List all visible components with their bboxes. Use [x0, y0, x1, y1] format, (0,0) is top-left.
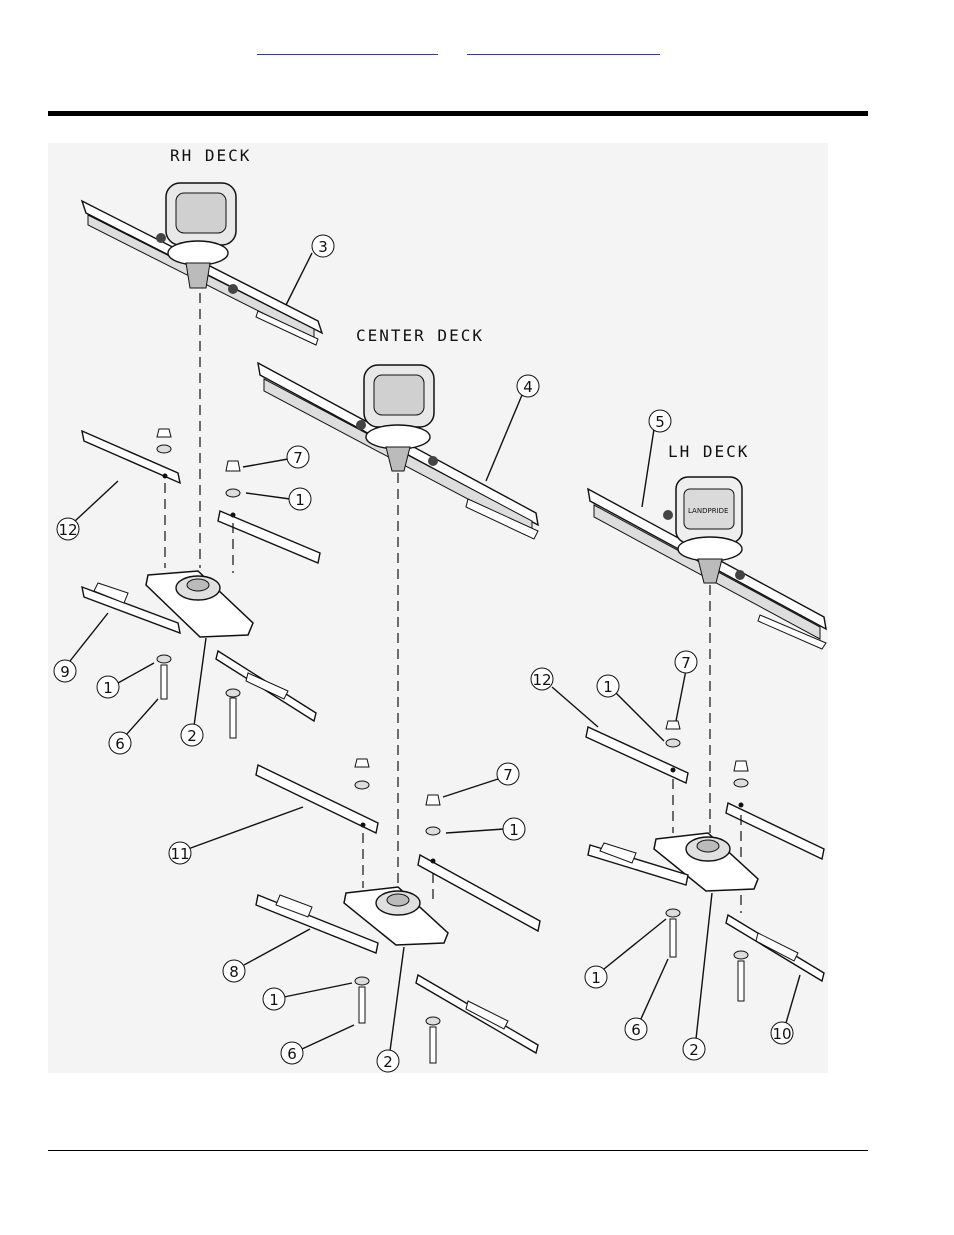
- rh-blade-holder: [146, 571, 253, 637]
- callout-1-lh-top: 1: [603, 678, 613, 696]
- callout-6-center: 6: [287, 1045, 297, 1063]
- lh-right-upper-parts: [726, 761, 824, 859]
- rh-nut-stack: [157, 429, 171, 453]
- rh-blade-12: [82, 431, 180, 483]
- callout-2-rh: 2: [187, 727, 197, 745]
- center-blade-11: [256, 765, 378, 833]
- lh-blade-12: [586, 727, 688, 783]
- callout-7-rh: 7: [293, 449, 303, 467]
- callout-1-center-bottom: 1: [269, 991, 279, 1009]
- lh-blade-holder: [654, 833, 758, 891]
- callout-6-lh: 6: [631, 1021, 641, 1039]
- footer-rule: [48, 1150, 868, 1151]
- callout-7-lh: 7: [681, 654, 691, 672]
- diagram-svg: RH DECK CENTER DECK LH DECK: [48, 143, 828, 1073]
- callout-7-center: 7: [503, 766, 513, 784]
- callout-1-lh-bottom: 1: [591, 969, 601, 987]
- callout-5: 5: [655, 413, 665, 431]
- callout-8: 8: [229, 963, 239, 981]
- callout-3: 3: [318, 238, 328, 256]
- callout-2-center: 2: [383, 1053, 393, 1071]
- callout-1-center-top: 1: [509, 821, 519, 839]
- parts-diagram: RH DECK CENTER DECK LH DECK: [48, 143, 828, 1073]
- header-rule: [48, 111, 868, 116]
- nav-link-2[interactable]: [467, 40, 660, 55]
- nav-link-1[interactable]: [257, 40, 438, 55]
- callout-11: 11: [170, 845, 189, 863]
- callout-6-rh: 6: [115, 735, 125, 753]
- callout-2-lh: 2: [689, 1041, 699, 1059]
- callout-12-rh: 12: [58, 521, 77, 539]
- lh-nut-stack: [666, 721, 680, 747]
- lh-deck-label: LH DECK: [668, 442, 749, 461]
- callout-4: 4: [523, 378, 533, 396]
- callout-12-lh: 12: [532, 671, 551, 689]
- callout-10: 10: [772, 1025, 791, 1043]
- center-deck-label: CENTER DECK: [356, 326, 484, 345]
- callout-9: 9: [60, 663, 70, 681]
- center-nut-stack: [355, 759, 369, 789]
- callout-1-rh-bottom: 1: [103, 679, 113, 697]
- gearbox-brand-label: LANDPRIDE: [688, 507, 728, 515]
- center-right-upper-parts: [418, 795, 540, 931]
- rh-deck-label: RH DECK: [170, 146, 251, 165]
- callout-1-rh-top: 1: [295, 491, 305, 509]
